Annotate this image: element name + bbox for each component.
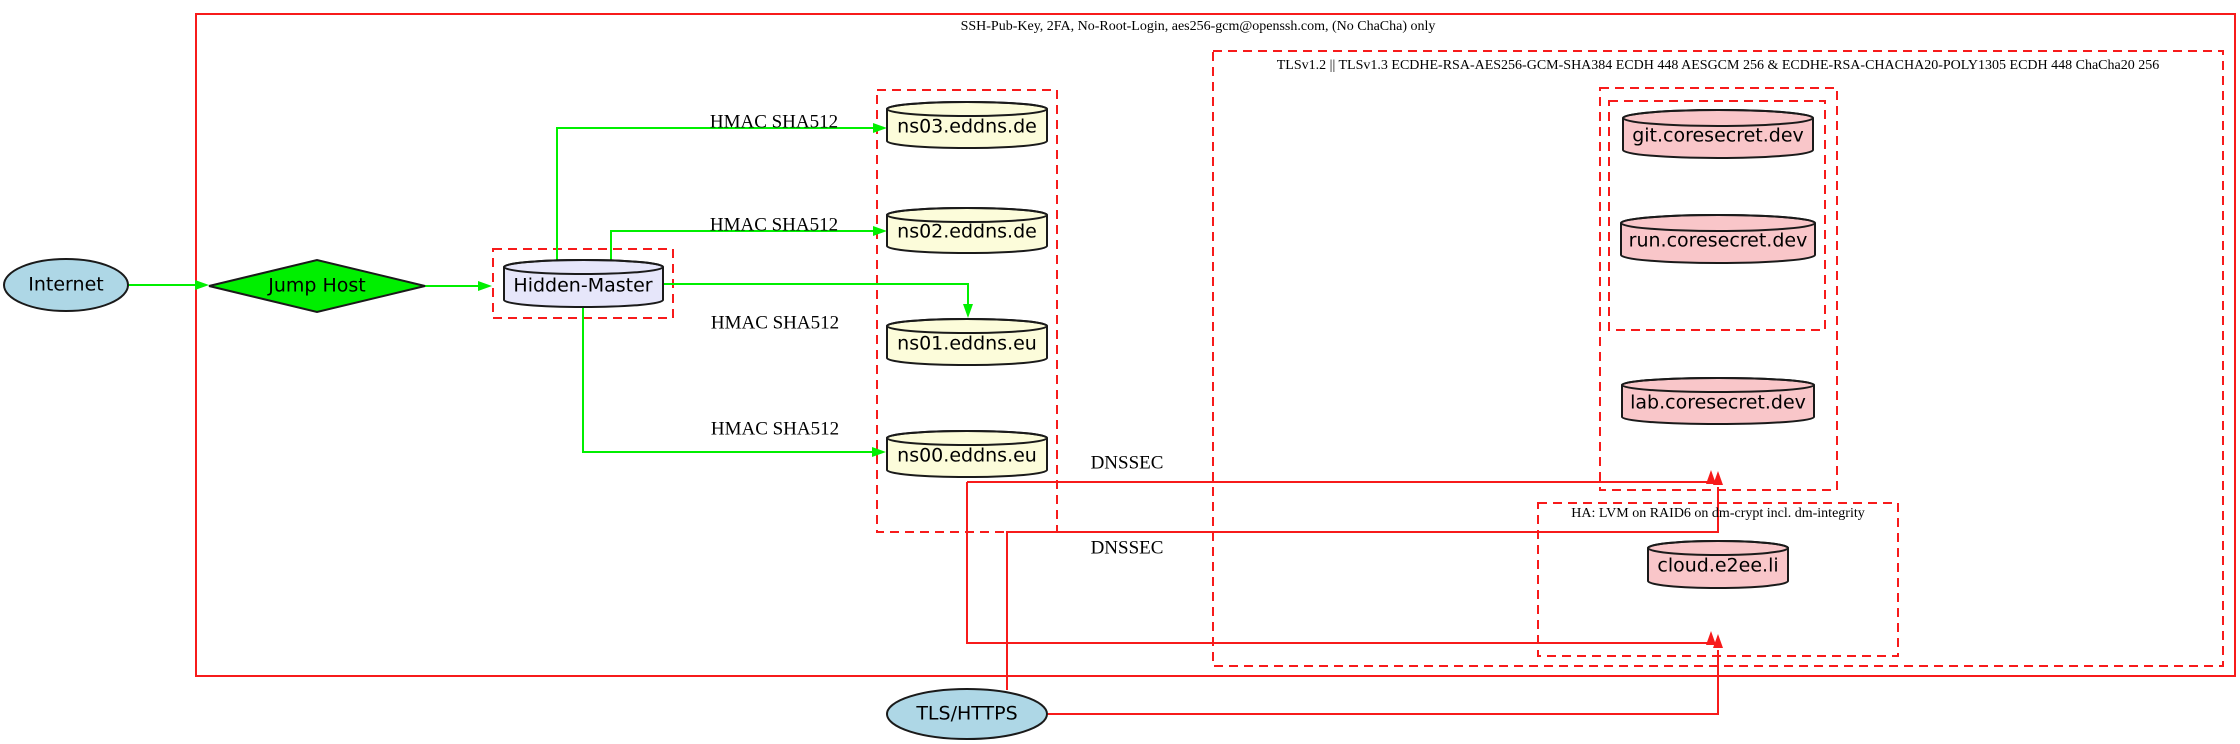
node-git-label: git.coresecret.dev xyxy=(1632,124,1804,147)
cluster-ssh-label: SSH-Pub-Key, 2FA, No-Root-Login, aes256-… xyxy=(960,19,1436,34)
arrowhead-ns00 xyxy=(872,447,886,457)
node-internet xyxy=(3,258,129,312)
node-cloud-rim xyxy=(1647,540,1789,556)
edge-label-hmac-ns02: HMAC SHA512 xyxy=(709,214,839,236)
node-hidden-master-label: Hidden-Master xyxy=(513,274,653,297)
cluster-tls-label: TLSv1.2 || TLSv1.3 ECDHE-RSA-AES256-GCM-… xyxy=(1276,58,2160,73)
node-run-label: run.coresecret.dev xyxy=(1628,229,1808,252)
arrowhead-dnssec-ha xyxy=(1706,631,1716,645)
arrowhead-internet-jumphost xyxy=(195,280,209,290)
node-ns02-label: ns02.eddns.de xyxy=(897,220,1037,243)
edge-hiddenmaster-ns00 xyxy=(582,307,874,453)
cluster-gitrun-box xyxy=(1608,100,1826,331)
node-lab-rim xyxy=(1621,377,1815,393)
edge-dnssec-to-ha-cluster xyxy=(966,482,1708,644)
edge-label-hmac-ns00: HMAC SHA512 xyxy=(710,418,840,440)
node-ns01-rim xyxy=(886,318,1048,334)
arrowhead-ns03 xyxy=(873,123,887,133)
node-ns00-rim xyxy=(886,430,1048,446)
arrowhead-ns01 xyxy=(963,304,973,318)
arrowhead-tls-ha xyxy=(1713,634,1723,648)
node-internet-label: Internet xyxy=(28,273,104,296)
arrowhead-ns02 xyxy=(873,226,887,236)
node-jump-host xyxy=(208,258,426,314)
node-hidden-master-rim xyxy=(503,259,664,275)
edge-label-dnssec-1: DNSSEC xyxy=(1090,452,1164,474)
node-ns03-label: ns03.eddns.de xyxy=(897,115,1037,138)
cluster-ha-label: HA: LVM on RAID6 on dm-crypt incl. dm-in… xyxy=(1571,506,1865,521)
node-ns01-label: ns01.eddns.eu xyxy=(897,332,1037,355)
cluster-ssh-box xyxy=(195,13,2236,677)
node-ns00-label: ns00.eddns.eu xyxy=(897,444,1037,467)
node-ns02-rim xyxy=(886,207,1048,223)
edge-tls-to-ha-cluster xyxy=(1046,650,1719,715)
edge-label-dnssec-2: DNSSEC xyxy=(1090,537,1164,559)
edge-tls-to-web-cluster xyxy=(1006,487,1719,690)
edge-label-hmac-ns01: HMAC SHA512 xyxy=(710,312,840,334)
node-cloud-label: cloud.e2ee.li xyxy=(1657,554,1779,577)
node-run-rim xyxy=(1620,214,1816,232)
node-jump-host-label: Jump Host xyxy=(268,274,366,297)
node-lab-label: lab.coresecret.dev xyxy=(1630,391,1806,414)
node-git-rim xyxy=(1622,109,1814,127)
node-ns03-rim xyxy=(886,101,1048,117)
arrowhead-tls-web xyxy=(1713,471,1723,485)
edge-hiddenmaster-ns01 xyxy=(663,283,969,306)
arrowhead-jumphost-hiddenmaster xyxy=(478,281,492,291)
edge-hiddenmaster-ns02 xyxy=(610,230,875,260)
edge-label-hmac-ns03: HMAC SHA512 xyxy=(709,111,839,133)
node-tls-https-label: TLS/HTTPS xyxy=(916,702,1018,725)
edge-hiddenmaster-ns03 xyxy=(556,127,875,260)
node-tls-https xyxy=(886,688,1048,740)
arrowhead-dnssec-web xyxy=(1706,470,1716,484)
